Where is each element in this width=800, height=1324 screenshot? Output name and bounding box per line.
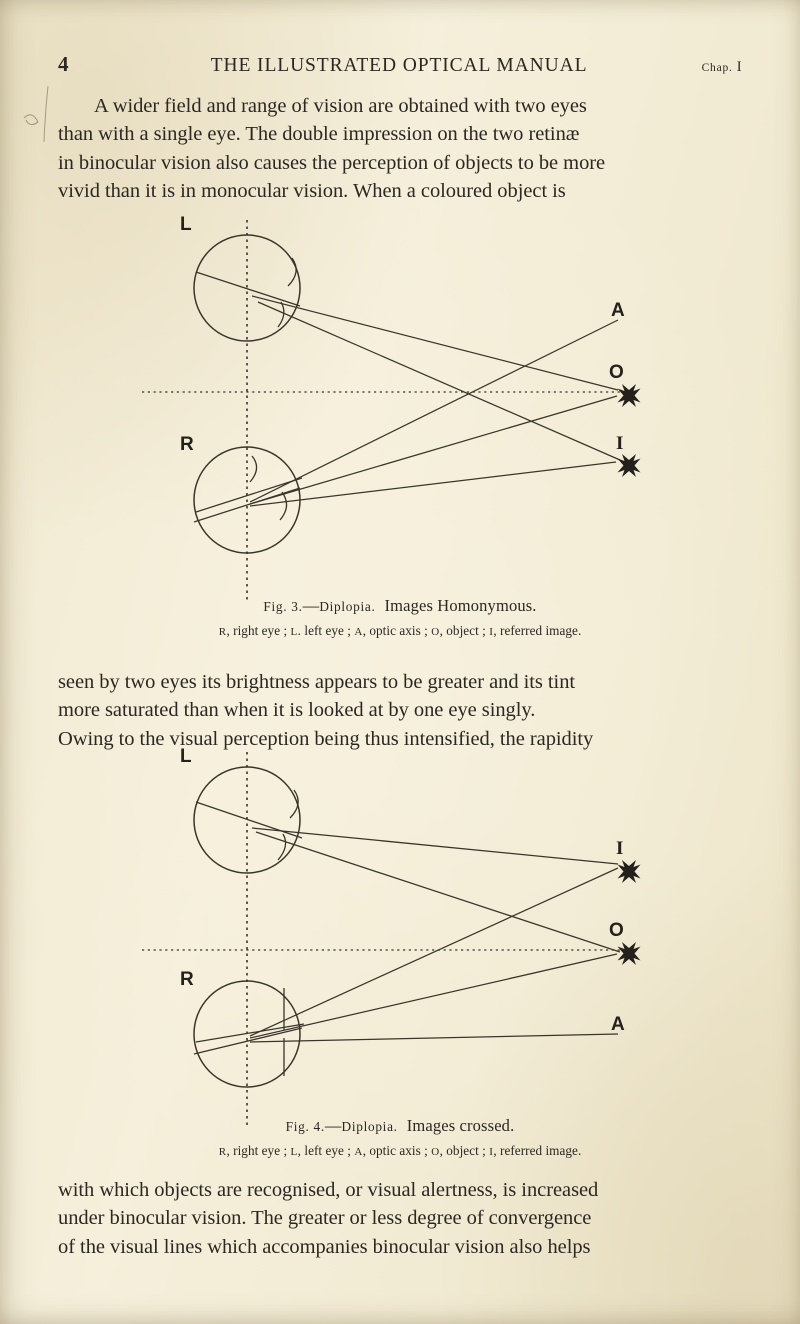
left-eye-chord (195, 271, 301, 307)
object-cross-icon (617, 942, 641, 965)
figure-4-subject: Diplopia. (341, 1119, 398, 1134)
paragraph-line: vivid than it is in monocular vision. Wh… (58, 179, 566, 202)
figure-3-diagram: L R A O I (0, 210, 800, 630)
label-optic-axis: A (611, 300, 625, 321)
legend-key-l: L (290, 626, 298, 638)
left-eye-lens-lower (277, 301, 285, 328)
legend-text-a: , optic axis ; (362, 1143, 428, 1158)
figure-3-svg: L R A O I (142, 214, 641, 600)
legend-text-l: . left eye ; (297, 623, 351, 638)
left-eye-chord (195, 801, 303, 839)
paragraph-line: with which objects are recognised, or vi… (58, 1179, 599, 1201)
legend-text-r: , right eye ; (226, 623, 288, 638)
ray-left-eye-to-object (251, 295, 619, 391)
image-marker (617, 860, 641, 883)
legend-key-o: O (431, 626, 440, 638)
image-marker (617, 454, 641, 477)
right-eye-chord-a (195, 1023, 305, 1043)
paragraph-two: seen by two eyes its brightness appears … (58, 668, 744, 753)
figure-4-label: Fig. 4. (285, 1119, 325, 1134)
ray-right-eye-to-image (249, 461, 617, 507)
label-right-eye: R (180, 969, 194, 990)
legend-text-i: , referred image. (493, 623, 582, 638)
running-head: 4 THE ILLUSTRATED OPTICAL MANUAL Chap. I (58, 52, 742, 77)
ray-right-eye-to-image (249, 867, 619, 1037)
legend-text-i: , referred image. (493, 1143, 582, 1158)
image-cross-icon (617, 860, 641, 883)
legend-text-o: , object ; (439, 623, 486, 638)
pencil-marginalia-icon (23, 85, 49, 143)
figure-4-legend: R, right eye ; L, left eye ; A, optic ax… (0, 1143, 800, 1159)
figure-4-diagram: L R I O A (0, 742, 800, 1162)
paragraph-line: than with a single eye. The double impre… (58, 123, 580, 146)
figure-4-dash: — (324, 1116, 342, 1135)
legend-text-a: , optic axis ; (362, 623, 428, 638)
figure-3-dash: — (302, 596, 320, 615)
label-object: O (609, 362, 624, 383)
paragraph-three: with which objects are recognised, or vi… (58, 1176, 744, 1261)
ray-right-eye-to-object (249, 953, 618, 1039)
paragraph-line: A wider field and range of vision are ob… (94, 95, 587, 117)
ray-right-eye-to-object (249, 395, 618, 505)
figure-3-caption-main: Fig. 3.—Diplopia. Images Homonymous. (0, 596, 800, 616)
ray-right-eye-to-axis (249, 1033, 619, 1043)
label-referred-image: I (616, 838, 623, 859)
figure-4-svg: L R I O A (142, 746, 641, 1128)
page-folio: 4 (58, 52, 69, 76)
paragraph-line: more saturated than when it is looked at… (58, 699, 536, 722)
chapter-prefix: Chap. (701, 62, 733, 74)
ray-right-eye-to-axis (249, 319, 619, 503)
paragraph-line: under binocular vision. The greater or l… (58, 1207, 592, 1230)
legend-key-a: A (354, 626, 363, 638)
figure-3-caption: Fig. 3.—Diplopia. Images Homonymous. R, r… (0, 596, 800, 639)
figure-3-label: Fig. 3. (263, 599, 303, 614)
legend-key-a: A (354, 1146, 363, 1158)
right-eye-lens-upper (249, 455, 258, 483)
ray-left-eye-to-image (257, 301, 621, 461)
paragraph-line: in binocular vision also causes the perc… (58, 151, 606, 174)
paragraph-line: of the visual lines which accompanies bi… (58, 1235, 591, 1258)
paragraph-line: seen by two eyes its brightness appears … (58, 671, 576, 693)
legend-key-o: O (431, 1146, 440, 1158)
object-marker (617, 384, 641, 407)
figure-4-caption-main: Fig. 4.—Diplopia. Images crossed. (0, 1116, 800, 1136)
object-cross-icon (617, 384, 641, 407)
left-eye-lens-lower (277, 833, 287, 861)
legend-text-o: , object ; (439, 1143, 486, 1158)
chapter-number: I (736, 59, 742, 75)
label-left-eye: L (180, 214, 192, 235)
running-title: THE ILLUSTRATED OPTICAL MANUAL (210, 55, 588, 76)
chapter-marker: Chap. I (702, 59, 742, 76)
paragraph-one: A wider field and range of vision are ob… (58, 92, 744, 205)
figure-4-caption: Fig. 4.—Diplopia. Images crossed. R, righ… (0, 1116, 800, 1159)
label-referred-image: I (616, 433, 623, 454)
legend-text-l: , left eye ; (297, 1143, 351, 1158)
label-right-eye: R (180, 434, 194, 455)
figure-3-subject: Diplopia. (319, 599, 376, 614)
figure-3-title: Images Homonymous. (384, 596, 537, 615)
right-eye-lens-lower (279, 491, 288, 521)
label-object: O (609, 920, 624, 941)
figure-4-title: Images crossed. (406, 1116, 515, 1135)
label-left-eye: L (180, 746, 192, 767)
label-optic-axis: A (611, 1014, 625, 1035)
ray-left-eye-to-image (251, 827, 619, 865)
left-eye-lens-upper (287, 257, 297, 287)
image-cross-icon (617, 454, 641, 477)
figure-3-legend: R, right eye ; L. left eye ; A, optic ax… (0, 623, 800, 639)
legend-key-l: L (290, 1146, 298, 1158)
legend-text-r: , right eye ; (226, 1143, 288, 1158)
object-marker (617, 942, 641, 965)
